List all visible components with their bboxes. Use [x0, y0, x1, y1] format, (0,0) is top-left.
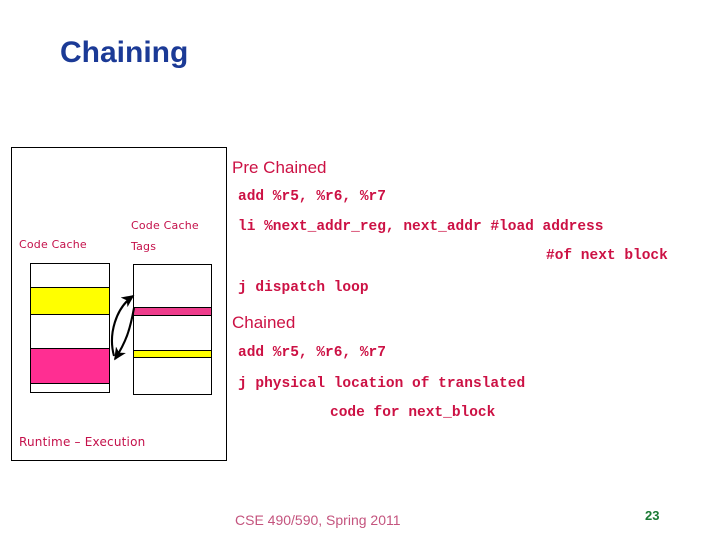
- code-cache-label: Code Cache: [19, 238, 87, 251]
- pre-chained-code-line-4: j dispatch loop: [238, 280, 369, 296]
- arrow-group: [110, 295, 136, 361]
- code-cache-pink-block: [31, 348, 109, 384]
- tags-pink-stripe: [134, 307, 211, 316]
- code-cache-tags-label-line2: Tags: [131, 240, 157, 253]
- page-title: Chaining: [60, 36, 189, 69]
- footer-course-label: CSE 490/590, Spring 2011: [235, 512, 401, 528]
- chained-heading: Chained: [232, 313, 296, 332]
- runtime-execution-label: Runtime – Execution: [19, 435, 146, 449]
- tags-yellow-stripe: [134, 350, 211, 358]
- arrow-tags-to-cache: [114, 307, 136, 361]
- pre-chained-code-line-2: li %next_addr_reg, next_addr #load addre…: [238, 219, 604, 235]
- code-cache-box: [30, 263, 110, 393]
- pre-chained-heading: Pre Chained: [232, 158, 327, 177]
- code-cache-tags-box: [133, 264, 212, 395]
- code-cache-yellow-block: [31, 287, 109, 315]
- chained-code-line-3: code for next_block: [330, 405, 496, 421]
- chained-code-line-2: j physical location of translated: [238, 376, 526, 392]
- chained-code-line-1: add %r5, %r6, %r7: [238, 345, 386, 361]
- pre-chained-code-line-3: #of next block: [546, 248, 668, 264]
- code-cache-tags-label-line1: Code Cache: [131, 219, 199, 232]
- arrow-cache-to-tags: [110, 295, 135, 357]
- slide-number: 23: [645, 508, 660, 523]
- runtime-execution-diagram: Code Cache Code Cache Tags Runtime – Exe…: [11, 147, 227, 461]
- pre-chained-code-line-1: add %r5, %r6, %r7: [238, 189, 386, 205]
